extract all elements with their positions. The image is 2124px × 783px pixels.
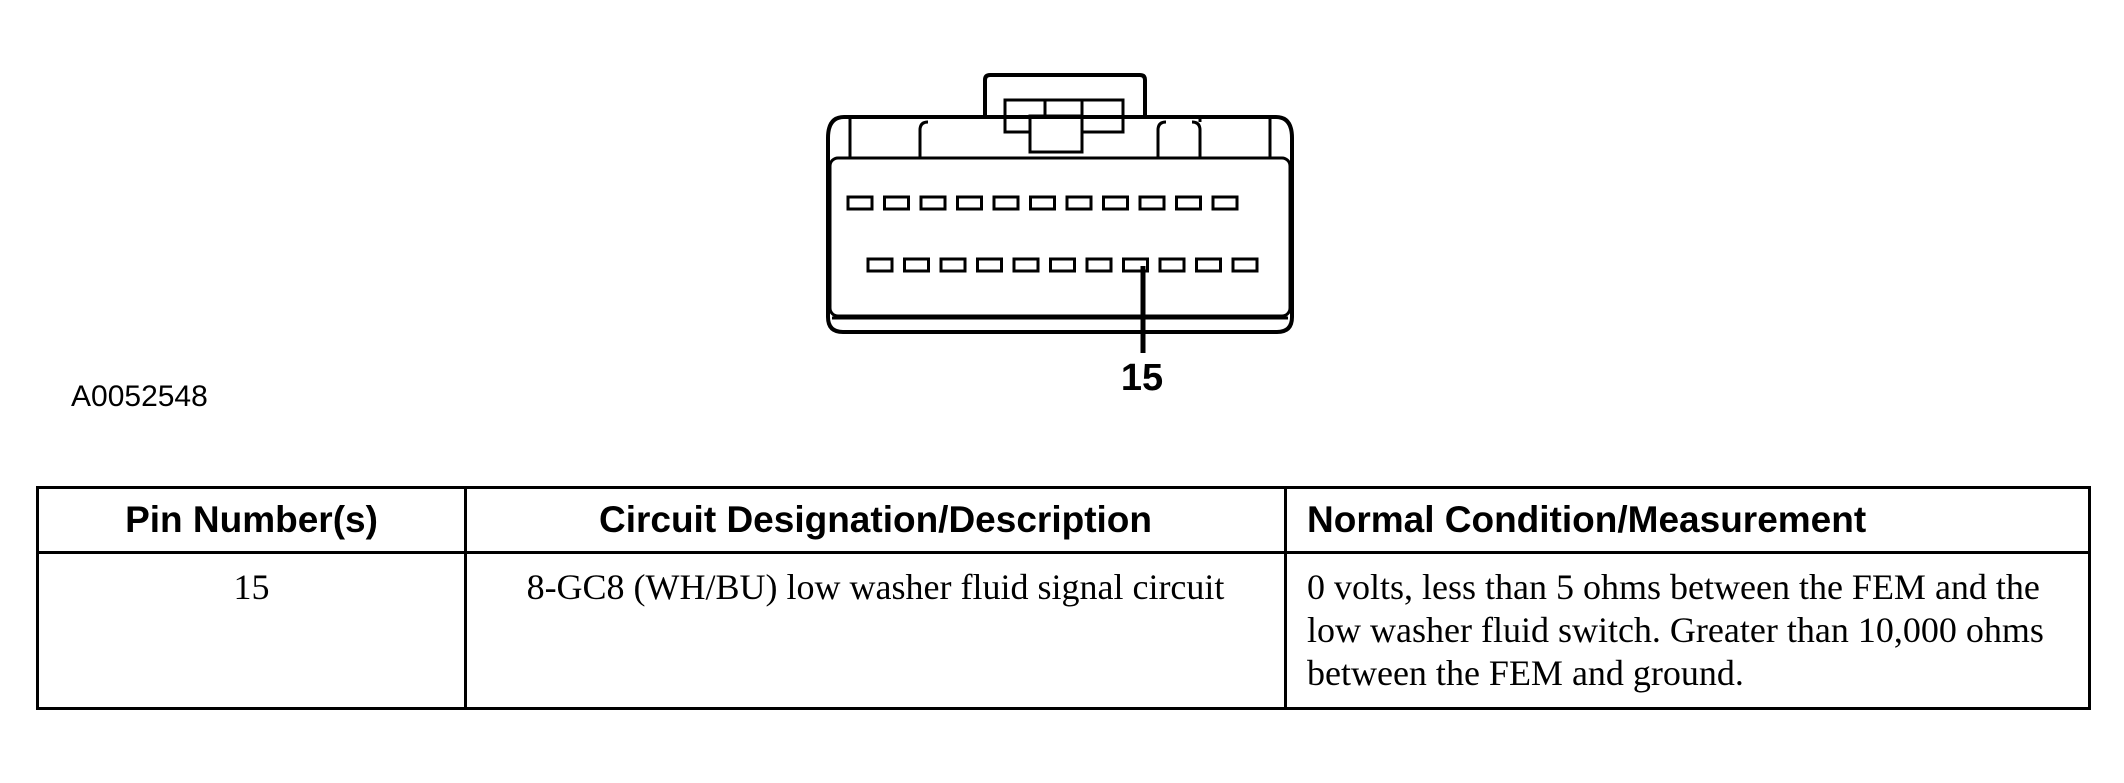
connector-diagram	[820, 70, 1300, 410]
pin-callout-label: 15	[1120, 357, 1164, 399]
bottom-pin-cavity	[1158, 257, 1186, 273]
bottom-pin-cavity	[1049, 257, 1076, 273]
top-pin-cavity	[992, 195, 1020, 211]
top-pin-cavity	[846, 195, 874, 211]
header-circuit: Circuit Designation/Description	[464, 486, 1287, 554]
connector-face	[828, 156, 1292, 318]
latch-button	[1028, 114, 1084, 154]
top-pin-cavity	[883, 195, 910, 211]
bottom-pin-cavity	[866, 257, 894, 273]
header-pin-number: Pin Number(s)	[36, 486, 467, 554]
cell-pin: 15	[36, 551, 467, 710]
top-pin-cavity	[1065, 195, 1093, 211]
bottom-pin-cavity	[1085, 257, 1113, 273]
pin-row-top	[846, 195, 1239, 211]
bottom-pin-cavity	[1231, 257, 1259, 273]
top-pin-cavity	[1175, 195, 1202, 211]
connector-latch	[983, 73, 1147, 117]
top-pin-cavity	[1102, 195, 1129, 211]
table-header-row: Pin Number(s) Circuit Designation/Descri…	[36, 486, 2091, 554]
bottom-pin-cavity	[939, 257, 967, 273]
pin-row-bottom	[866, 257, 1259, 273]
header-measurement: Normal Condition/Measurement	[1284, 486, 2091, 554]
bottom-pin-cavity	[976, 257, 1003, 273]
cell-circuit: 8-GC8 (WH/BU) low washer fluid signal ci…	[464, 551, 1287, 710]
cell-measurement: 0 volts, less than 5 ohms between the FE…	[1284, 551, 2091, 710]
bottom-pin-cavity	[903, 257, 930, 273]
cell-circuit-text: 8-GC8 (WH/BU) low washer fluid signal ci…	[526, 567, 1225, 607]
top-pin-cavity	[919, 195, 947, 211]
connector-housing	[826, 115, 1294, 334]
bottom-pin-cavity	[1195, 257, 1222, 273]
pin-table: Pin Number(s) Circuit Designation/Descri…	[36, 486, 2091, 710]
figure-id-label: A0052548	[71, 380, 208, 413]
top-pin-cavity	[1029, 195, 1056, 211]
bottom-pin-cavity	[1012, 257, 1040, 273]
top-pin-cavity	[956, 195, 983, 211]
connector-face-drawing	[826, 73, 1294, 353]
top-pin-cavity	[1211, 195, 1239, 211]
top-pin-cavity	[1138, 195, 1166, 211]
table-row: 15 8-GC8 (WH/BU) low washer fluid signal…	[36, 551, 2091, 710]
